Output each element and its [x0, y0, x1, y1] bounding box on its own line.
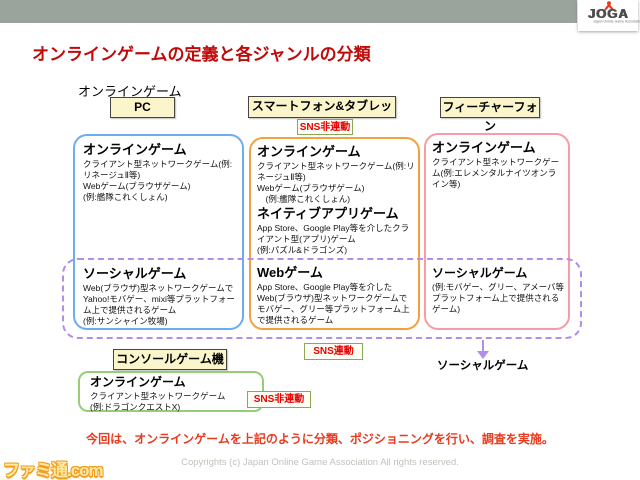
pc-social-section: ソーシャルゲーム Web(ブラウザ)型ネットワークゲームでYahoo!モバゲー、… — [83, 263, 239, 327]
platform-header-smartphone: スマートフォン&タブレット — [248, 96, 396, 132]
section-line: Web(ブラウザ)型ネットワークゲームでYahoo!モバゲー、mixi等プラット… — [83, 283, 235, 316]
section-line: クライアント型ネットワークゲーム — [90, 391, 226, 401]
section-line: (例:サンシャイン牧場) — [83, 316, 168, 327]
smartphone-native-app-section: ネイティブアプリゲーム App Store、Google Play等を介したクラ… — [257, 203, 415, 256]
copyright-text: Copyrights (c) Japan Online Game Associa… — [181, 457, 459, 468]
featurephone-column-box — [424, 133, 570, 330]
pc-column-box — [73, 134, 244, 330]
section-line: Webゲーム(ブラウザゲーム) — [83, 181, 191, 192]
featurephone-social-section: ソーシャルゲーム (例:モバゲー、グリー、アメーバ等プラットフォーム上で提供され… — [432, 264, 565, 315]
famitsu-watermark-logo: ファミ通.com — [3, 461, 104, 480]
smartphone-web-game-section: Webゲーム App Store、Google Play等を介したWeb(ブラウ… — [257, 262, 415, 326]
section-title: オンラインゲーム — [83, 142, 187, 157]
sns-unlinked-top-badge: SNS非連動 — [297, 119, 353, 135]
section-title: オンラインゲーム — [90, 375, 186, 389]
joga-logo-caption: Japan Online Game Association — [593, 20, 640, 24]
joga-logo: JOGA Japan Online Game Association — [578, 0, 640, 31]
social-game-zone-label: ソーシャルゲーム — [437, 360, 529, 372]
social-game-dashed-zone — [62, 258, 582, 339]
platform-header-featurephone: フィーチャーフォン — [440, 97, 540, 133]
section-line: (例:艦隊これくしょん) — [83, 192, 168, 203]
section-line: (例:モバゲー、グリー、アメーバ等プラットフォーム上で提供されるゲーム) — [432, 282, 565, 315]
joga-logo-text: JOGA — [587, 6, 629, 21]
smartphone-online-section: オンラインゲーム クライアント型ネットワークゲーム(例:リネージュⅡ等) Web… — [257, 141, 415, 205]
section-line: App Store、Google Play等を介したクライアント型(アプリ)ゲー… — [257, 223, 410, 245]
root-category-label: オンラインゲーム — [78, 84, 182, 99]
section-line: クライアント型ネットワークゲーム(例:リネージュⅡ等) — [83, 159, 233, 181]
section-title: オンラインゲーム — [257, 144, 361, 159]
platform-header-pc: PC — [110, 97, 175, 118]
section-line: (例:パズル&ドラゴンズ) — [257, 245, 348, 256]
section-title: ソーシャルゲーム — [432, 266, 528, 280]
smartphone-column-box — [249, 137, 420, 330]
sns-linked-badge: SNS連動 — [304, 343, 363, 360]
sns-unlinked-bottom-badge: SNS非連動 — [247, 391, 311, 408]
joga-person-icon — [604, 1, 614, 11]
section-title: ソーシャルゲーム — [83, 266, 187, 281]
section-line: App Store、Google Play等を介したWeb(ブラウザ)型ネットワ… — [257, 282, 410, 326]
social-zone-arrow — [482, 340, 484, 352]
section-title: オンラインゲーム — [432, 140, 536, 155]
summary-text: 今回は、オンラインゲームを上記のように分類、ポジショニングを行い、調査を実施。 — [86, 432, 554, 446]
section-line: クライアント型ネットワークゲーム(例:リネージュⅡ等) — [257, 161, 415, 183]
section-line: クライアント型ネットワークゲーム(例:エレメンタルナイツオンライン等) — [432, 157, 560, 190]
platform-header-console: コンソールゲーム機 — [113, 349, 227, 370]
pc-online-section: オンラインゲーム クライアント型ネットワークゲーム(例:リネージュⅡ等) Web… — [83, 139, 239, 203]
section-title: Webゲーム — [257, 265, 323, 280]
social-zone-arrowhead-icon — [477, 351, 489, 359]
section-line: (例:ドラゴンクエストX) — [90, 402, 181, 413]
section-line: Webゲーム(ブラウザゲーム) — [257, 183, 365, 194]
section-line: (例:艦隊これくしょん) — [257, 194, 351, 205]
page-title: オンラインゲームの定義と各ジャンルの分類 — [32, 45, 371, 64]
header-bar — [0, 0, 577, 23]
section-title: ネイティブアプリゲーム — [257, 206, 399, 221]
featurephone-online-section: オンラインゲーム クライアント型ネットワークゲーム(例:エレメンタルナイツオンラ… — [432, 137, 563, 190]
console-online-section: オンラインゲーム クライアント型ネットワークゲーム (例:ドラゴンクエストX) — [90, 373, 260, 413]
